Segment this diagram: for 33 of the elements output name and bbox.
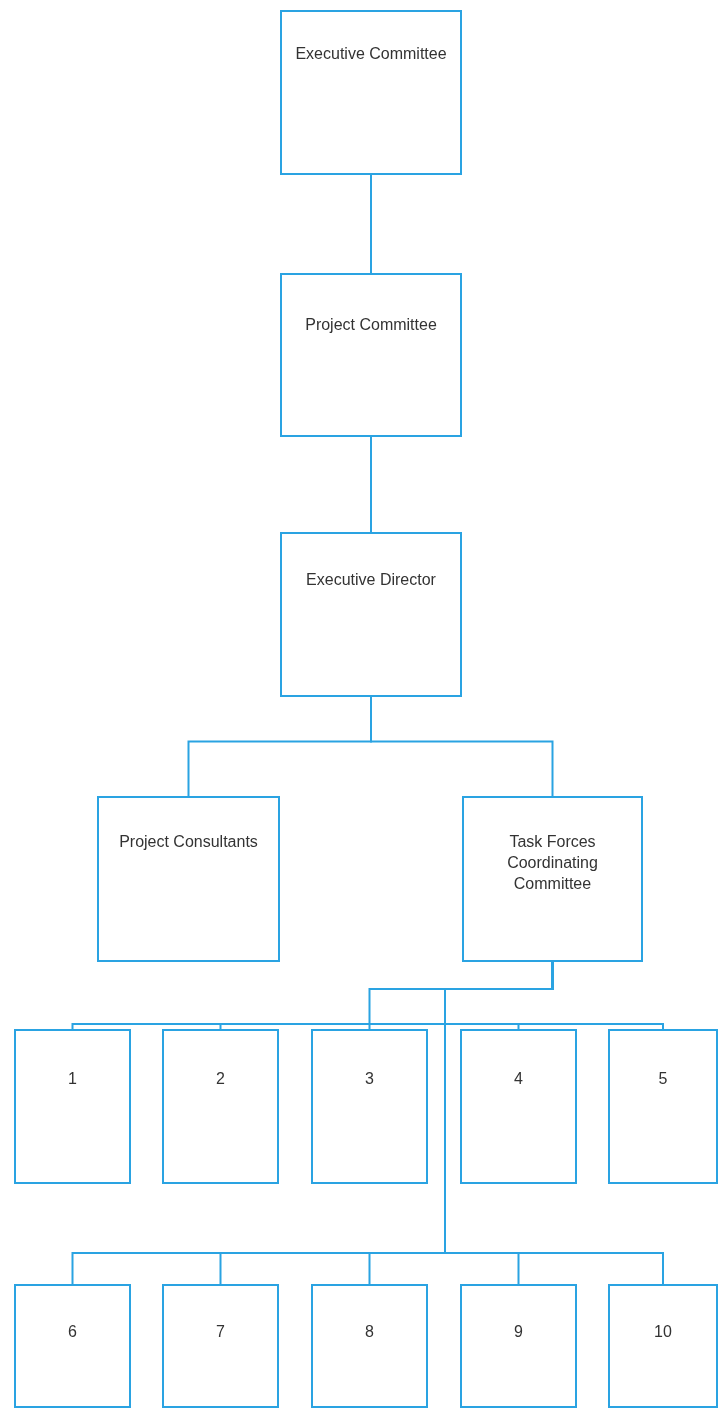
org-box xyxy=(608,1029,718,1184)
org-box xyxy=(311,1284,428,1408)
org-box xyxy=(280,10,462,175)
box-label: 8 xyxy=(364,1322,375,1342)
org-box xyxy=(280,273,462,437)
org-box xyxy=(162,1029,279,1184)
org-box xyxy=(460,1029,577,1184)
org-box xyxy=(97,796,280,962)
box-label: 6 xyxy=(67,1322,78,1342)
box-label: 3 xyxy=(364,1069,375,1089)
connector-line xyxy=(370,436,372,533)
org-box xyxy=(462,796,643,962)
box-label: Executive Committee xyxy=(294,44,448,64)
box-label: Project Committee xyxy=(304,315,438,335)
org-box xyxy=(608,1284,718,1408)
box-label: Executive Director xyxy=(305,570,437,590)
org-box xyxy=(460,1284,577,1408)
org-box xyxy=(311,1029,428,1184)
box-label: 9 xyxy=(513,1322,524,1342)
box-label: 10 xyxy=(653,1322,673,1342)
box-label: 4 xyxy=(513,1069,524,1089)
connector-line xyxy=(370,696,554,797)
org-box xyxy=(14,1284,131,1408)
box-label: 1 xyxy=(67,1069,78,1089)
org-box xyxy=(280,532,462,697)
box-label: Task Forces Coordinating Committee xyxy=(506,832,599,894)
org-box xyxy=(14,1029,131,1184)
org-box xyxy=(162,1284,279,1408)
connector-line xyxy=(370,174,372,274)
box-label: 5 xyxy=(657,1069,669,1089)
box-label: Project Consultants xyxy=(118,832,259,852)
box-label: 2 xyxy=(215,1069,226,1089)
box-label: 7 xyxy=(215,1322,226,1342)
